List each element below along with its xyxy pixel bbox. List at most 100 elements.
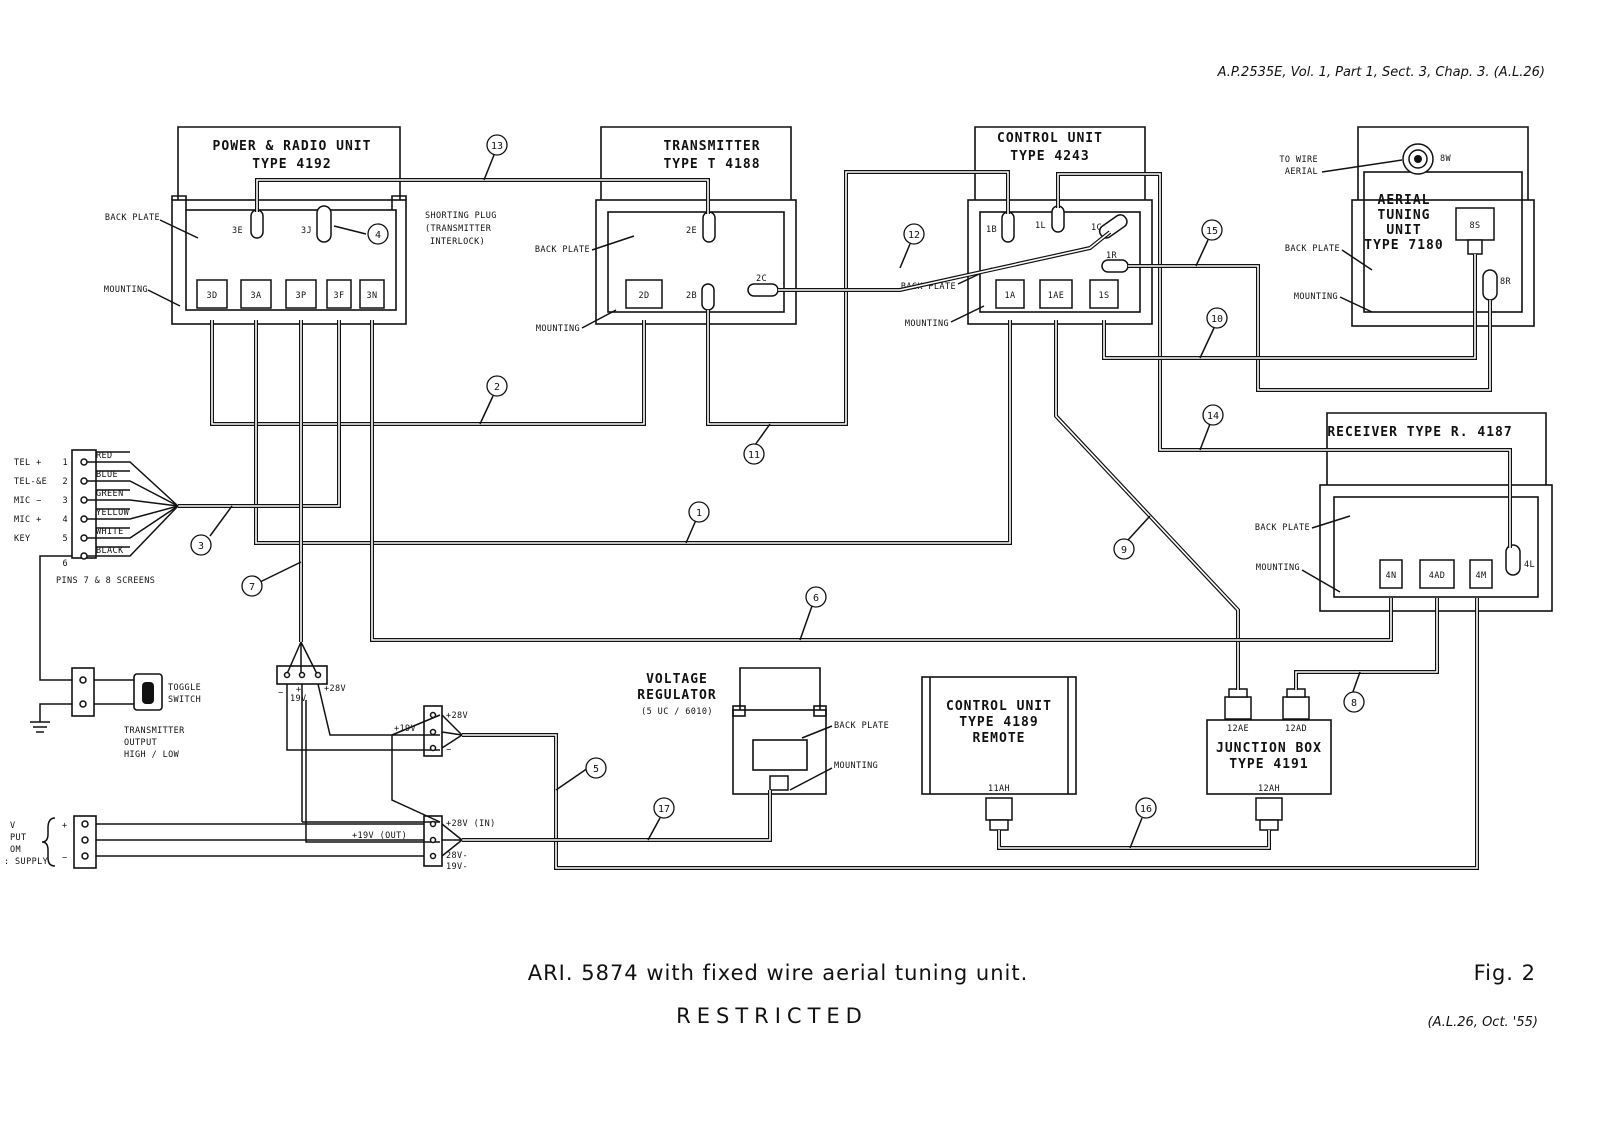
conn-1r: 1R (1106, 251, 1118, 261)
conn-8w: 8W (1440, 154, 1452, 164)
shorting-plug-label-3: INTERLOCK) (430, 237, 485, 247)
cable-num-2: 2 (494, 382, 500, 393)
tx-output-label: TRANSMITTER (124, 726, 185, 736)
conn-4l: 4L (1524, 560, 1535, 570)
conn-1l: 1L (1035, 221, 1046, 231)
cable-num-11: 11 (748, 450, 760, 461)
conn-3f: 3F (333, 291, 344, 301)
cable-num-9: 9 (1121, 545, 1127, 556)
control-title: CONTROL UNIT (997, 131, 1103, 146)
term-num-4: 4 (62, 515, 68, 525)
to-wire-label: TO WIRE (1279, 155, 1318, 165)
conn-2e: 2E (686, 226, 697, 236)
rx-back-plate-label: BACK PLATE (1255, 523, 1310, 533)
power-mounting-label: MOUNTING (104, 285, 148, 295)
wire-color-yellow: YELLOW (96, 508, 130, 518)
aerial-title: AERIAL (1378, 193, 1431, 208)
transmitter-type: TYPE T 4188 (663, 157, 760, 172)
v28-label: +28V (324, 684, 346, 694)
aerial-line2: TUNING (1378, 208, 1431, 223)
conn-3e: 3E (232, 226, 243, 236)
v28in-label: +28V (IN) (446, 819, 496, 829)
cable-harness (178, 170, 1512, 870)
vreg-back-plate-label: BACK PLATE (834, 721, 889, 731)
junction-type: TYPE 4191 (1229, 757, 1308, 772)
to-wire-label-2: AERIAL (1285, 167, 1318, 177)
conn-3a: 3A (250, 291, 261, 301)
cable-num-16: 16 (1140, 804, 1152, 815)
v19out-label: +19V (OUT) (352, 831, 407, 841)
power-radio-type: TYPE 4192 (252, 157, 331, 172)
ctrl-mounting-label: MOUNTING (905, 319, 949, 329)
conn-1a: 1A (1004, 291, 1015, 301)
receiver-unit: RECEIVER TYPE R. 4187 4N 4AD 4M 4L (1319, 412, 1553, 612)
wire-color-blue: BLUE (96, 470, 118, 480)
supply-plus: + (62, 821, 68, 831)
junction-box: JUNCTION BOX TYPE 4191 12AE 12AD 12AH (1206, 688, 1332, 831)
wire-color-white: WHITE (96, 527, 124, 537)
supply-label-3: OM (10, 845, 21, 855)
term-num-5: 5 (62, 534, 68, 544)
remote-control-unit: CONTROL UNIT TYPE 4189 REMOTE 11AH (921, 676, 1077, 831)
supply-input (41, 815, 424, 869)
remote-type: TYPE 4189 (959, 715, 1038, 730)
term-name-5: KEY (14, 534, 31, 544)
tx-output-label-3: HIGH / LOW (124, 750, 180, 760)
v19-label: +19V (394, 724, 416, 734)
toggle-label: TOGGLE (168, 683, 201, 693)
shorting-plug-label: SHORTING PLUG (425, 211, 497, 221)
ground-icon (30, 721, 50, 733)
wire-color-green: GREEN (96, 489, 124, 499)
cable-number-markers: 1 2 3 4 5 6 7 8 9 10 11 12 13 14 15 16 1… (190, 134, 1365, 849)
tx-back-plate-label: BACK PLATE (535, 245, 590, 255)
control-unit: CONTROL UNIT TYPE 4243 1A 1AE 1S 1B 1L 1… (967, 126, 1153, 325)
cable-num-15: 15 (1206, 226, 1218, 237)
conn-3p: 3P (295, 291, 306, 301)
conn-1c: 1C (1091, 223, 1102, 233)
conn-8s: 8S (1469, 221, 1480, 231)
cable-num-17: 17 (658, 804, 670, 815)
cable-num-4: 4 (375, 230, 381, 241)
toggle-switch (71, 667, 163, 717)
aerial-back-plate-label: BACK PLATE (1285, 244, 1340, 254)
ctrl-back-plate-label: BACK PLATE (901, 282, 956, 292)
term-name-1: TEL + (14, 458, 42, 468)
header-reference: A.P.2535E, Vol. 1, Part 1, Sect. 3, Chap… (1217, 65, 1545, 80)
minus-label-2: − (446, 745, 452, 755)
receiver-title: RECEIVER TYPE R. 4187 (1327, 425, 1512, 440)
conn-4n: 4N (1385, 571, 1396, 581)
conn-4m: 4M (1475, 571, 1486, 581)
transmitter-title: TRANSMITTER (663, 139, 760, 154)
aerial-mounting-label: MOUNTING (1294, 292, 1338, 302)
aerial-tuning-unit: AERIAL TUNING UNIT TYPE 7180 8S 8W 8R (1351, 126, 1535, 327)
conn-8r: 8R (1500, 277, 1512, 287)
tx-output-label-2: OUTPUT (124, 738, 157, 748)
conn-11ah: 11AH (988, 784, 1010, 794)
conn-1s: 1S (1098, 291, 1109, 301)
cable-num-13: 13 (491, 141, 503, 152)
supply-minus: − (62, 853, 68, 863)
conn-12ae: 12AE (1227, 724, 1249, 734)
term-num-3: 3 (62, 496, 68, 506)
cable-num-6: 6 (813, 593, 819, 604)
toggle-switch-icon (142, 682, 154, 704)
conn-1ae: 1AE (1048, 291, 1065, 301)
power-back-plate-label: BACK PLATE (105, 213, 160, 223)
pins-screens-label: PINS 7 & 8 SCREENS (56, 576, 155, 586)
cable-num-8: 8 (1351, 698, 1357, 709)
restricted-label: RESTRICTED (676, 1004, 868, 1028)
transmitter-unit: TRANSMITTER TYPE T 4188 2D 2E 2B 2C (595, 126, 797, 325)
term-num-1: 1 (62, 458, 68, 468)
supply-label-2: PUT (10, 833, 27, 843)
plus-label: + (296, 685, 302, 695)
aerial-type: TYPE 7180 (1364, 238, 1443, 253)
voltage-regulator: VOLTAGE REGULATOR (5 UC / 6010) (637, 667, 827, 795)
conn-12ad: 12AD (1285, 724, 1307, 734)
figure-caption: ARI. 5874 with fixed wire aerial tuning … (528, 961, 1029, 985)
terminal-strip (71, 449, 179, 560)
supply-label: V (10, 821, 16, 831)
junction-title: JUNCTION BOX (1216, 741, 1322, 756)
v28-label-2: +28V (446, 711, 468, 721)
term-name-4: MIC + (14, 515, 42, 525)
